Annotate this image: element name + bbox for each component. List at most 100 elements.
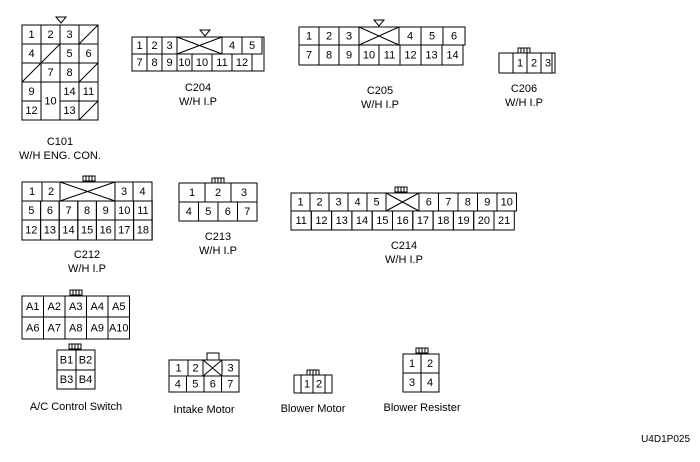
pin-label: 14 (356, 215, 368, 227)
pin-label: 15 (376, 215, 388, 227)
pin-label: 9 (484, 197, 490, 209)
cross-line (358, 26, 400, 46)
pin-label: 7 (445, 197, 451, 209)
connector-harness: W/H I.P (385, 254, 423, 266)
connector-id: A/C Control Switch (30, 401, 122, 413)
pin-label: 1 (189, 187, 195, 199)
pin-label: 5 (66, 48, 72, 60)
pin-cell (493, 210, 515, 231)
cross-line (385, 192, 420, 212)
connector-id: Blower Resister (383, 402, 460, 414)
pin-label: 18 (137, 225, 149, 237)
pin-label: 8 (66, 67, 72, 79)
connector-harness: W/H I.P (68, 263, 106, 275)
pin-label: 4 (175, 379, 181, 391)
pin-label: 3 (335, 197, 341, 209)
connector-id: C212 (74, 249, 100, 261)
pin-label: 14 (63, 86, 75, 98)
pin-label: 3 (166, 40, 172, 52)
pin-label: 5 (373, 197, 379, 209)
pin-label: 7 (306, 50, 312, 62)
pin-label: A1 (26, 301, 39, 313)
pin-label: A6 (26, 323, 39, 335)
pin-cell (107, 316, 130, 340)
pin-label: B3 (60, 374, 73, 386)
blank-cell (78, 100, 99, 121)
diagonal (40, 43, 61, 64)
pin-label: 4 (229, 40, 235, 52)
pin-label: 1 (297, 197, 303, 209)
cross-line (176, 36, 223, 55)
pin-label: A4 (91, 301, 104, 313)
diagonal (21, 62, 42, 83)
connector-id: C204 (185, 82, 211, 94)
pin-label: 11 (216, 57, 227, 69)
pin-label: 13 (425, 50, 437, 62)
pin-label: 16 (100, 225, 112, 237)
pin-label: A8 (69, 323, 82, 335)
pin-cell (312, 374, 326, 394)
pin-label: 11 (83, 86, 94, 98)
pin-cell (75, 369, 96, 390)
pin-label: 7 (227, 379, 233, 391)
pin-label: 6 (85, 48, 91, 60)
connector-id: C214 (391, 240, 417, 252)
pin-label: 4 (139, 186, 145, 198)
diagonal (78, 62, 99, 83)
pin-label: 5 (28, 205, 34, 217)
pin-label: 12 (404, 50, 416, 62)
pin-label: 2 (316, 379, 322, 391)
pin-label: 10 (363, 50, 375, 62)
pin-label: 2 (531, 58, 537, 70)
pin-label: 4 (407, 31, 413, 43)
pin-label: A7 (48, 323, 61, 335)
pin-label: 8 (326, 50, 332, 62)
pin-label: 4 (28, 48, 34, 60)
cross-line (202, 359, 223, 377)
pin-cell (420, 372, 440, 393)
pin-label: 6 (47, 205, 53, 217)
pin-label: 3 (545, 58, 551, 70)
pin-cell (221, 375, 240, 393)
pin-label: 21 (498, 215, 510, 227)
connector-id: C205 (367, 85, 393, 97)
pin-label: 11 (137, 205, 148, 217)
pin-label: 10 (44, 96, 56, 108)
diagonal (78, 100, 99, 121)
connector-harness: W/H I.P (199, 245, 237, 257)
pin-label: 10 (501, 197, 513, 209)
pin-label: 9 (346, 50, 352, 62)
key-triangle (198, 29, 212, 37)
key-triangle (372, 19, 386, 27)
outline (131, 36, 265, 72)
pin-label: 1 (409, 358, 415, 370)
pin-label: 9 (103, 205, 109, 217)
pin-cell (441, 44, 464, 66)
pin-label: 3 (227, 363, 233, 375)
pin-label: 6 (426, 197, 432, 209)
pin-label: 1 (304, 379, 310, 391)
pin-label: 17 (417, 215, 429, 227)
pin-cell (540, 52, 556, 74)
lock-tab (206, 352, 220, 361)
pin-label: 3 (346, 31, 352, 43)
connector-id: C213 (205, 231, 231, 243)
pin-cell (133, 219, 153, 241)
pin-label: 6 (210, 379, 216, 391)
pin-label: 10 (178, 57, 190, 69)
pin-label: 7 (244, 206, 250, 218)
pin-label: 12 (25, 225, 37, 237)
pin-label: 8 (151, 57, 157, 69)
pin-label: 7 (47, 67, 53, 79)
pin-label: 18 (437, 215, 449, 227)
pin-cell (237, 201, 258, 222)
pin-label: A5 (112, 301, 125, 313)
